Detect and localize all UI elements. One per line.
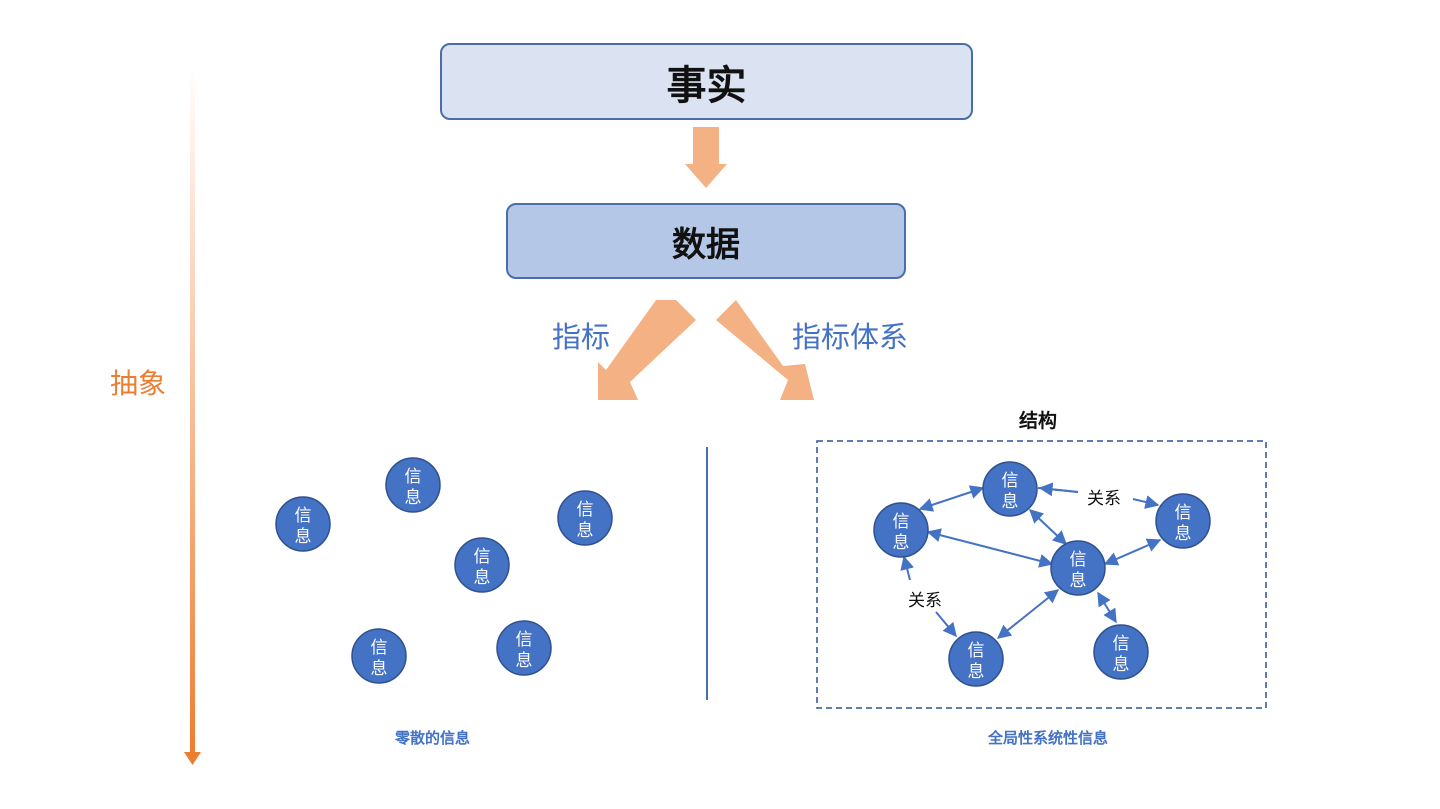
svg-text:息: 息 <box>968 662 985 682</box>
info-node: 信 息 <box>1050 540 1106 596</box>
fact-box-label: 事实 <box>666 62 747 109</box>
svg-text:信: 信 <box>577 500 594 520</box>
edge-n2-n3-end <box>1132 495 1160 509</box>
edge-n1-label <box>900 555 914 581</box>
scattered-nodes: 信 息 信 息 信 息 信 息 信 息 <box>275 457 613 684</box>
info-node: 信 息 <box>873 502 929 558</box>
relation-edges <box>900 482 1162 639</box>
indicator-label: 指标 <box>552 320 611 354</box>
abstraction-axis <box>190 65 195 755</box>
abstraction-axis-arrowhead <box>184 752 201 765</box>
data-box: 数据 <box>506 203 906 279</box>
svg-text:信: 信 <box>1070 550 1087 570</box>
fact-box: 事实 <box>440 43 973 120</box>
svg-text:息: 息 <box>516 651 533 671</box>
svg-text:息: 息 <box>295 527 312 547</box>
relation-label: 关系 <box>1087 489 1121 509</box>
svg-text:息: 息 <box>577 521 594 541</box>
data-box-label: 数据 <box>672 224 740 265</box>
indicator-system-label: 指标体系 <box>792 320 909 354</box>
svg-text:息: 息 <box>893 533 910 553</box>
info-node: 信 息 <box>1093 624 1149 680</box>
edge-n1-n4 <box>926 528 1054 568</box>
relation-label: 关系 <box>908 591 942 611</box>
info-node: 信 息 <box>948 631 1004 687</box>
info-node: 信 息 <box>275 496 331 552</box>
svg-text:息: 息 <box>1070 571 1087 591</box>
svg-text:信: 信 <box>1175 503 1192 523</box>
edge-n1-n2 <box>918 485 985 512</box>
svg-text:信: 信 <box>1002 471 1019 491</box>
arrow-data-to-indicator-system <box>716 300 814 400</box>
svg-text:息: 息 <box>1175 524 1192 544</box>
info-node: 信 息 <box>385 457 441 513</box>
svg-text:信: 信 <box>405 467 422 487</box>
edge-n2-n3-start <box>1038 482 1079 497</box>
structure-title: 结构 <box>1019 410 1058 432</box>
svg-text:息: 息 <box>405 488 422 508</box>
svg-text:息: 息 <box>1113 655 1130 675</box>
edge-n2-n4 <box>1028 509 1068 545</box>
structured-nodes: 信 息 信 息 信 息 信 息 信 息 <box>873 461 1211 687</box>
info-node: 信 息 <box>496 620 552 676</box>
svg-text:息: 息 <box>474 568 491 588</box>
edge-n4-n6 <box>1097 591 1117 624</box>
edge-n4-n5 <box>996 589 1060 639</box>
svg-text:信: 信 <box>893 512 910 532</box>
structure-frame <box>816 440 1267 709</box>
svg-text:息: 息 <box>1002 492 1019 512</box>
edge-label-n5 <box>935 611 957 638</box>
info-node: 信 息 <box>557 490 613 546</box>
svg-text:信: 信 <box>1113 634 1130 654</box>
info-node: 信 息 <box>454 537 510 593</box>
abstraction-label: 抽象 <box>110 367 167 400</box>
info-node: 信 息 <box>982 461 1038 517</box>
svg-text:信: 信 <box>474 547 491 567</box>
svg-text:信: 信 <box>295 506 312 526</box>
info-node: 信 息 <box>351 628 407 684</box>
relation-label-bg <box>1080 484 1132 510</box>
info-node: 信 息 <box>1155 493 1211 549</box>
scattered-info-caption: 零散的信息 <box>395 729 471 747</box>
svg-text:信: 信 <box>371 638 388 658</box>
global-info-caption: 全局性系统性信息 <box>988 729 1109 747</box>
relation-label-bg <box>903 584 955 610</box>
svg-text:息: 息 <box>371 659 388 679</box>
arrow-data-to-indicator <box>598 300 696 400</box>
svg-text:信: 信 <box>968 641 985 661</box>
edge-n3-n4 <box>1103 538 1162 566</box>
arrow-fact-to-data <box>685 127 727 188</box>
svg-text:信: 信 <box>516 630 533 650</box>
